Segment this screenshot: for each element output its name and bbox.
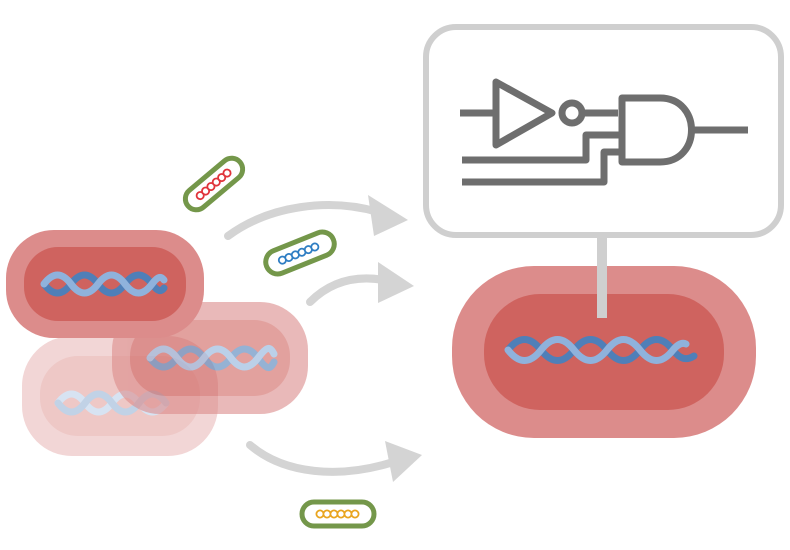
engineered-cell bbox=[452, 266, 756, 438]
arrow-top bbox=[224, 195, 408, 240]
not-gate-icon bbox=[492, 78, 556, 149]
dna-icon bbox=[146, 345, 278, 371]
arrow-middle bbox=[306, 262, 414, 306]
dna-icon bbox=[504, 336, 698, 364]
plasmid-red bbox=[182, 155, 246, 213]
cell-front bbox=[6, 230, 204, 338]
circuit-callout bbox=[423, 24, 784, 238]
and-gate-icon bbox=[618, 94, 695, 166]
logic-circuit bbox=[460, 78, 748, 186]
arrow-bottom bbox=[246, 441, 422, 482]
plasmid-yellow bbox=[299, 499, 377, 529]
and-input-bottom-wire bbox=[462, 148, 622, 186]
and-input-mid-wire bbox=[462, 131, 622, 164]
plasmid-blue bbox=[263, 229, 337, 277]
circuit-connector bbox=[597, 232, 607, 318]
dna-icon bbox=[40, 271, 168, 297]
